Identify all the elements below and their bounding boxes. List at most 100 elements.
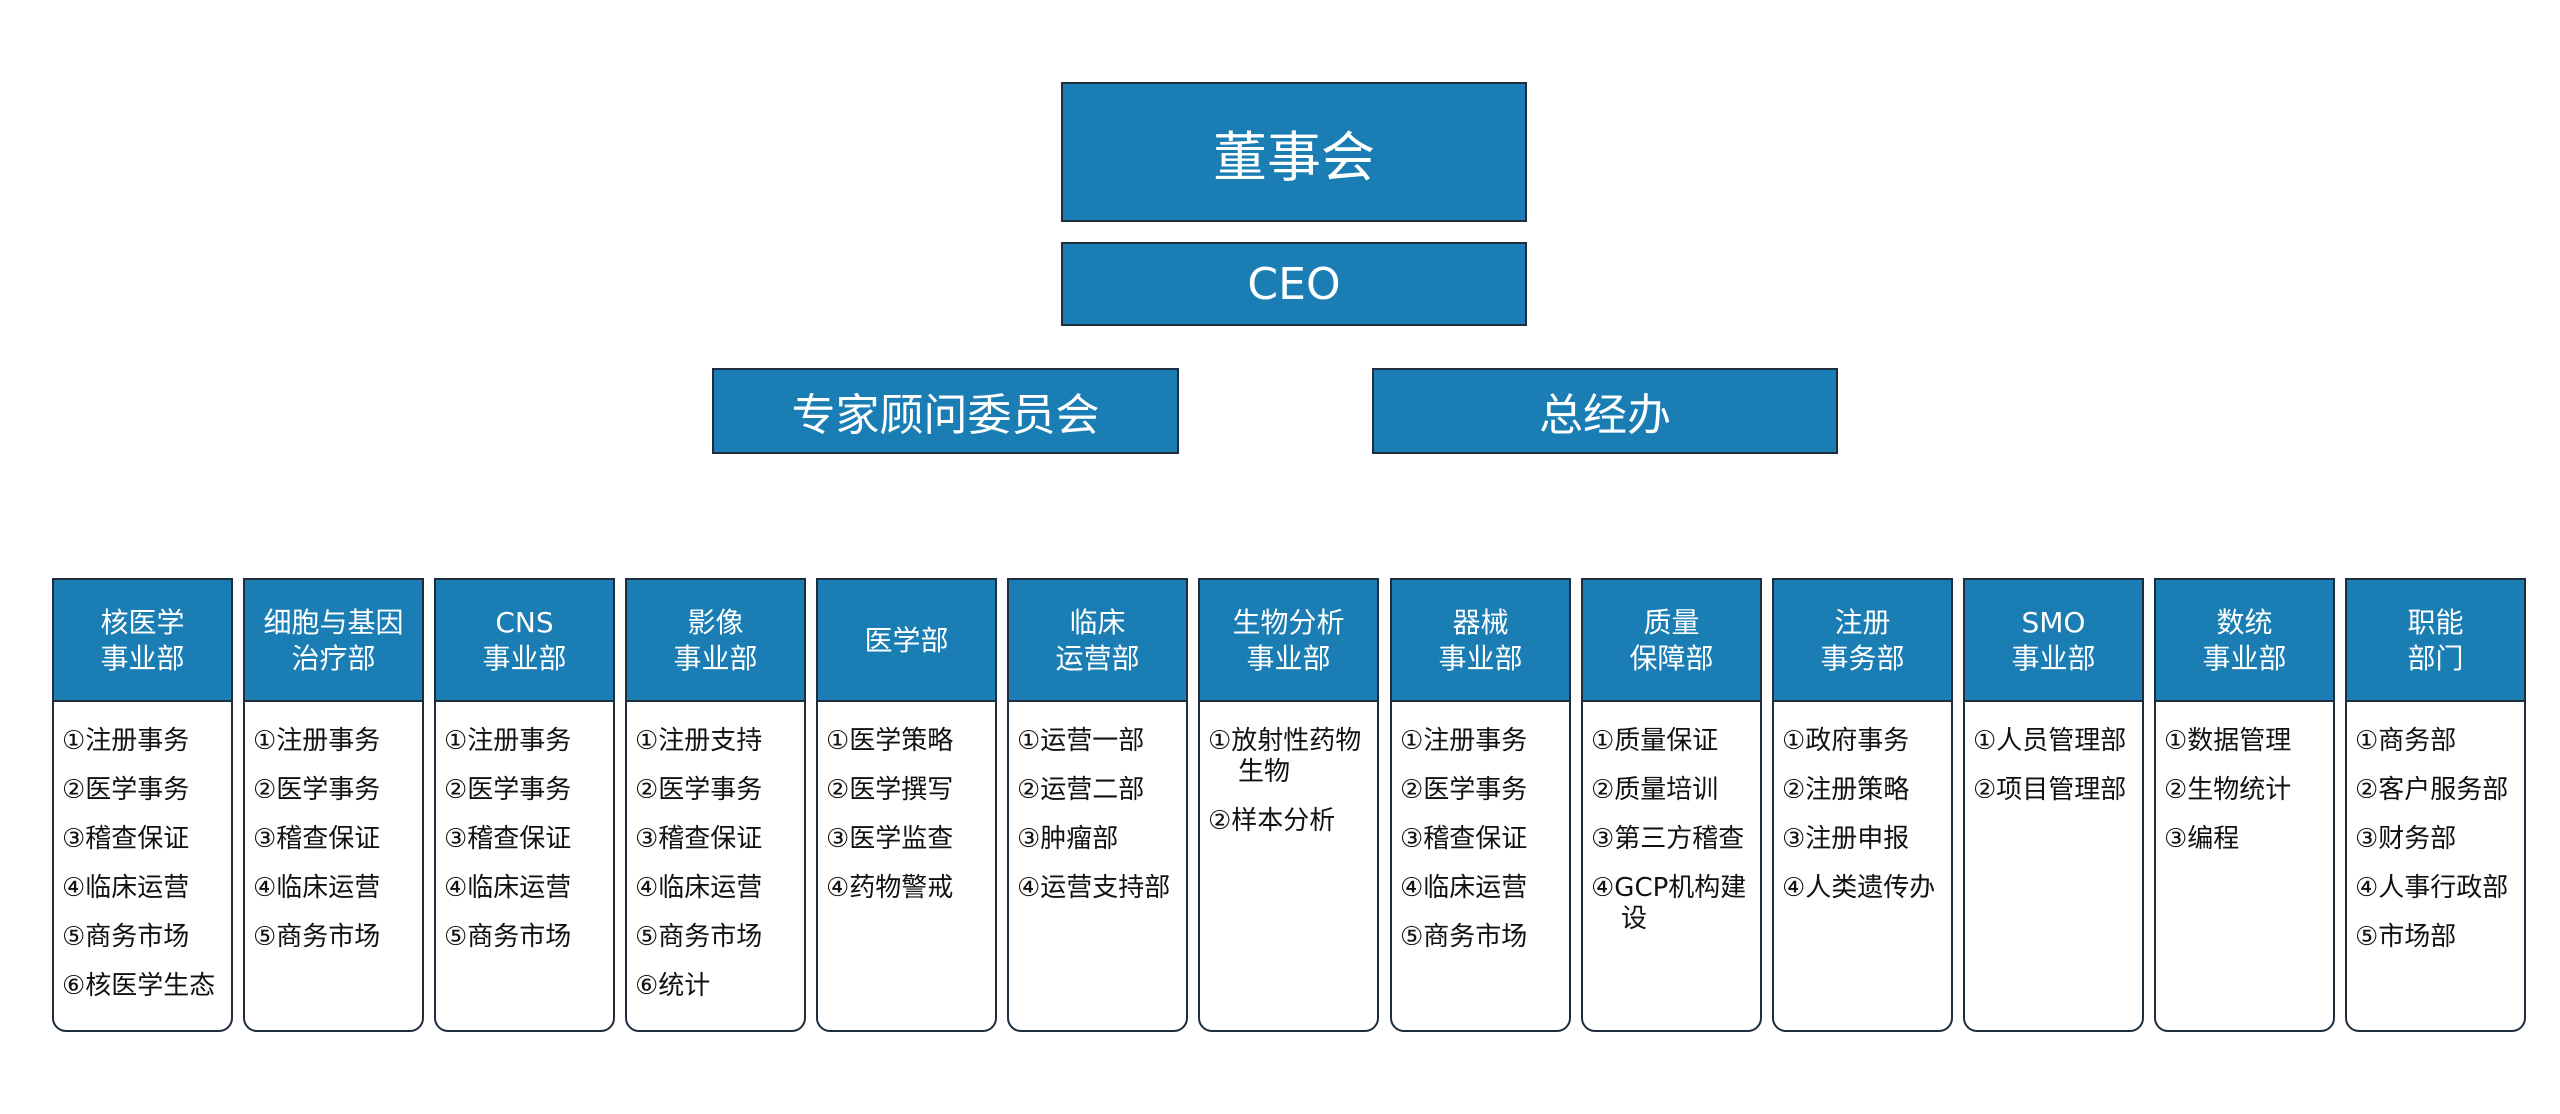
department-items: ①医学策略 ②医学撰写 ③医学监查 ④药物警戒 xyxy=(816,700,997,1032)
department-item: ②医学事务 xyxy=(444,775,572,805)
expert-committee-box: 专家顾问委员会 xyxy=(712,368,1179,454)
department-item: ③医学监查 xyxy=(826,824,954,854)
department-item: ①商务部 xyxy=(2355,726,2457,756)
department-header: 医学部 xyxy=(816,578,997,704)
department-name-line1: 生物分析 xyxy=(1232,606,1345,639)
department-item: ①注册事务 xyxy=(1400,726,1528,756)
department-name-line1: 注册 xyxy=(1834,606,1891,639)
department-name-line1: 医学部 xyxy=(864,624,949,657)
department-item: ③编程 xyxy=(2164,824,2240,854)
department-item: ①注册事务 xyxy=(444,726,572,756)
department-item: ④药物警戒 xyxy=(826,873,954,903)
department-header: 生物分析事业部 xyxy=(1198,578,1379,704)
department-item: ⑥核医学生态 xyxy=(62,971,216,1001)
department-name-line2: 部门 xyxy=(2407,642,2464,675)
department-name-line1: 细胞与基因 xyxy=(263,606,404,639)
department-name-line1: SMO xyxy=(2021,606,2086,639)
department-column: 职能部门 ①商务部 ②客户服务部 ③财务部 ④人事行政部 ⑤市场部 xyxy=(2345,578,2526,1032)
department-item: ②样本分析 xyxy=(1208,806,1336,836)
department-item: ②医学事务 xyxy=(635,775,763,805)
department-item: ③财务部 xyxy=(2355,824,2457,854)
department-item: ③稽查保证 xyxy=(253,824,381,854)
department-item: ④临床运营 xyxy=(62,873,190,903)
department-name-line1: 质量 xyxy=(1643,606,1700,639)
department-name-line1: 数统 xyxy=(2216,606,2273,639)
department-header: 核医学事业部 xyxy=(52,578,233,704)
department-name-line2: 事业部 xyxy=(482,642,567,675)
department-name-line2: 事业部 xyxy=(1246,642,1331,675)
department-item: ②项目管理部 xyxy=(1973,775,2127,805)
department-item: ④运营支持部 xyxy=(1017,873,1171,903)
department-item: ①放射性药物生物 xyxy=(1208,726,1362,787)
department-header: 器械事业部 xyxy=(1390,578,1571,704)
department-item: ③第三方稽查 xyxy=(1591,824,1745,854)
department-name-line2: 事业部 xyxy=(1438,642,1523,675)
department-name-line2: 保障部 xyxy=(1629,642,1714,675)
department-item: ④人事行政部 xyxy=(2355,873,2509,903)
department-item: ②医学撰写 xyxy=(826,775,954,805)
department-header: 影像事业部 xyxy=(625,578,806,704)
department-header: 注册事务部 xyxy=(1772,578,1953,704)
department-items: ①放射性药物生物 ②样本分析 xyxy=(1198,700,1379,1032)
department-name-line2: 事务部 xyxy=(1820,642,1905,675)
department-header: 数统事业部 xyxy=(2154,578,2335,704)
department-item: ②医学事务 xyxy=(62,775,190,805)
department-item: ④临床运营 xyxy=(1400,873,1528,903)
department-item: ②医学事务 xyxy=(253,775,381,805)
department-item: ②生物统计 xyxy=(2164,775,2292,805)
department-name-line1: CNS xyxy=(495,606,554,639)
department-name-line2: 事业部 xyxy=(2011,642,2096,675)
department-item: ③稽查保证 xyxy=(62,824,190,854)
department-item: ①注册支持 xyxy=(635,726,763,756)
department-item: ①运营一部 xyxy=(1017,726,1145,756)
department-name-line1: 临床 xyxy=(1069,606,1126,639)
department-name-line2: 事业部 xyxy=(100,642,185,675)
department-item: ④人类遗传办 xyxy=(1782,873,1936,903)
department-item: ⑤市场部 xyxy=(2355,922,2457,952)
department-column: 生物分析事业部 ①放射性药物生物 ②样本分析 xyxy=(1198,578,1379,1032)
department-name-line1: 影像 xyxy=(687,606,744,639)
department-item: ⑥统计 xyxy=(635,971,711,1001)
department-name-line1: 职能 xyxy=(2407,606,2464,639)
board-box: 董事会 xyxy=(1061,82,1527,222)
department-item: ⑤商务市场 xyxy=(253,922,381,952)
department-item: ①医学策略 xyxy=(826,726,954,756)
department-column: 器械事业部 ①注册事务 ②医学事务 ③稽查保证 ④临床运营 ⑤商务市场 xyxy=(1390,578,1571,1032)
department-item: ②质量培训 xyxy=(1591,775,1719,805)
department-items: ①商务部 ②客户服务部 ③财务部 ④人事行政部 ⑤市场部 xyxy=(2345,700,2526,1032)
department-items: ①数据管理 ②生物统计 ③编程 xyxy=(2154,700,2335,1032)
department-item: ③肿瘤部 xyxy=(1017,824,1119,854)
department-item: ①政府事务 xyxy=(1782,726,1910,756)
department-name-line2: 事业部 xyxy=(673,642,758,675)
department-item: ①数据管理 xyxy=(2164,726,2292,756)
department-name-line2: 事业部 xyxy=(2202,642,2287,675)
department-item: ④临床运营 xyxy=(635,873,763,903)
department-item: ②客户服务部 xyxy=(2355,775,2509,805)
department-item: ②医学事务 xyxy=(1400,775,1528,805)
department-header: 临床运营部 xyxy=(1007,578,1188,704)
department-header: 质量保障部 xyxy=(1581,578,1762,704)
department-item: ⑤商务市场 xyxy=(62,922,190,952)
department-item: ⑤商务市场 xyxy=(1400,922,1528,952)
ceo-box: CEO xyxy=(1061,242,1527,326)
department-item: ③稽查保证 xyxy=(1400,824,1528,854)
department-item: ②注册策略 xyxy=(1782,775,1910,805)
department-item: ⑤商务市场 xyxy=(635,922,763,952)
department-column: 数统事业部 ①数据管理 ②生物统计 ③编程 xyxy=(2154,578,2335,1032)
